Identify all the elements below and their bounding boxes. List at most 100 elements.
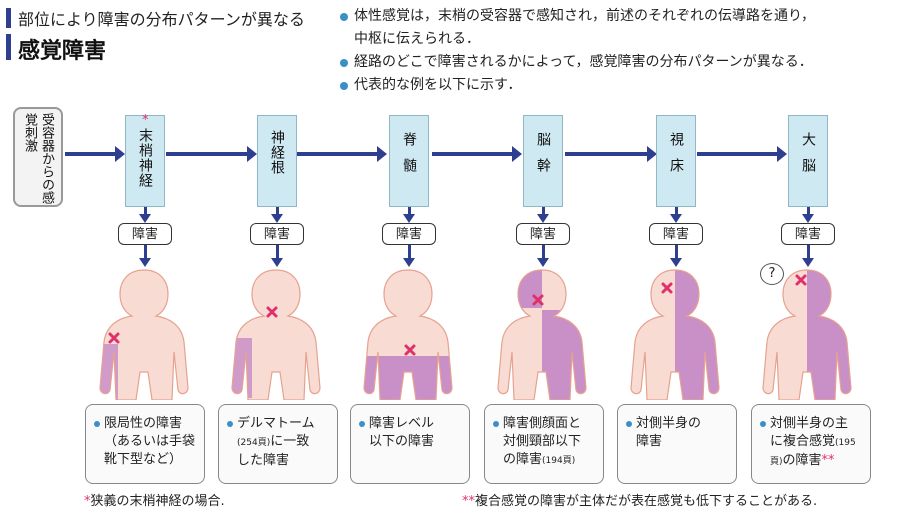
lesion-mark	[661, 282, 673, 294]
result-line1: 障害側顔面と	[503, 416, 582, 431]
header-bar-bottom	[6, 34, 11, 60]
lesion-mark	[404, 344, 416, 356]
site-spinal-cord: 脊髄	[389, 115, 429, 207]
result-line1: 対側半身の	[636, 416, 702, 431]
lesion-mark	[532, 294, 544, 306]
result-line2: に一致	[270, 434, 310, 449]
lesion-mark	[108, 332, 120, 344]
site-label: 大脳	[800, 132, 816, 184]
footnote-asterisk: *	[84, 494, 91, 509]
bullet-dot	[493, 420, 499, 427]
site-label: 視床	[668, 132, 684, 184]
down-arrow-a6	[802, 207, 814, 223]
header-bar-top	[6, 8, 11, 28]
result-page-ref: (195	[835, 438, 856, 448]
site-label: 脳幹	[535, 132, 551, 184]
down-arrow-b3	[403, 245, 415, 267]
figure-peripheral-nerve	[99, 269, 189, 400]
impairment-label-3: 障害	[382, 223, 436, 245]
flow-arrow-2	[166, 146, 257, 162]
bullet-dot	[359, 420, 365, 427]
site-cerebrum: 大脳	[788, 115, 828, 207]
footnote-left-text: 狭義の末梢神経の場合.	[90, 494, 225, 509]
result-line1: デルマトーム	[237, 416, 315, 431]
down-arrow-a4	[537, 207, 549, 223]
question-mark: ?	[768, 266, 776, 281]
result-line2: （あるいは手袋	[104, 434, 196, 449]
down-arrow-b2	[271, 245, 283, 267]
result-spinal-cord: 障害レベル 以下の障害	[350, 404, 470, 484]
result-line1: 限局性の障害	[104, 416, 183, 431]
bullet-dot	[94, 420, 100, 427]
result-page-ref-cont: 頁)	[770, 457, 783, 467]
flow-arrow-4	[432, 146, 522, 162]
down-arrow-a5	[670, 207, 682, 223]
figure-nerve-root	[231, 269, 321, 400]
source-box: 受容器からの感覚刺激	[13, 107, 63, 207]
result-line3: した障害	[237, 453, 290, 468]
page-subtitle: 部位により障害の分布パターンが異なる	[18, 10, 305, 29]
result-line3: 靴下型など）	[104, 452, 183, 467]
figure-brainstem	[497, 269, 587, 400]
site-brainstem: 脳幹	[523, 115, 563, 207]
site-label: 脊髄	[401, 132, 417, 184]
down-arrow-a3	[403, 207, 415, 223]
flow-arrow-3	[297, 146, 387, 162]
bullet-dot	[760, 420, 766, 427]
result-line2: 以下の障害	[369, 434, 435, 449]
flow-arrow-1	[65, 146, 125, 162]
bullet-1-cont: 中枢に伝えられる．	[354, 31, 480, 47]
site-nerve-root: 神経根	[257, 115, 297, 207]
footnote-left: *狭義の末梢神経の場合.	[84, 490, 225, 509]
result-thalamus: 対側半身の 障害	[617, 404, 737, 484]
down-arrow-b6	[802, 245, 814, 267]
footnote-right: **複合感覚の障害が主体だが表在感覚も低下することがある.	[462, 490, 817, 509]
result-line2: 対側頸部以下	[503, 434, 582, 449]
result-cerebrum: 対側半身の主 に複合感覚(195 頁)の障害**	[751, 404, 871, 484]
result-peripheral-nerve: 限局性の障害 （あるいは手袋 靴下型など）	[85, 404, 205, 484]
footnote-right-text: 複合感覚の障害が主体だが表在感覚も低下することがある.	[475, 494, 818, 509]
bullet-dot	[227, 420, 233, 427]
bullet-dot	[626, 420, 632, 427]
figure-cerebrum	[762, 269, 852, 400]
lesion-mark	[795, 274, 807, 286]
bullet-3: 代表的な例を以下に示す．	[338, 74, 894, 97]
question-bubble: ?	[760, 263, 784, 285]
down-arrow-b5	[670, 245, 682, 267]
result-nerve-root: デルマトーム (254頁)に一致 した障害	[218, 404, 338, 484]
result-line3: の障害	[503, 452, 543, 467]
impairment-label-1: 障害	[118, 223, 172, 245]
impairment-label-5: 障害	[649, 223, 703, 245]
site-asterisk: *	[142, 113, 149, 128]
result-double-asterisk: **	[821, 453, 835, 468]
down-arrow-b4	[537, 245, 549, 267]
down-arrow-a1	[139, 207, 151, 223]
result-line1: 対側半身の主	[770, 416, 849, 431]
page-title: 感覚障害	[18, 38, 107, 64]
site-label: 神経根	[269, 130, 285, 175]
figure-thalamus	[630, 269, 720, 400]
figure-spinal-cord	[363, 269, 453, 400]
impairment-label-4: 障害	[516, 223, 570, 245]
result-line2: 障害	[636, 434, 663, 449]
site-peripheral-nerve: * 末梢神経	[125, 113, 165, 207]
result-brainstem: 障害側顔面と 対側頸部以下 の障害(194頁)	[484, 404, 604, 484]
lesion-mark	[266, 306, 278, 318]
source-label: 受容器からの感覚刺激	[22, 113, 54, 204]
result-line2: に複合感覚	[770, 434, 836, 449]
impairment-label-6: 障害	[781, 223, 835, 245]
down-arrow-a2	[271, 207, 283, 223]
result-page-ref: (194頁)	[542, 456, 576, 466]
down-arrow-b1	[139, 245, 151, 267]
result-line1: 障害レベル	[369, 416, 435, 431]
bullet-1: 体性感覚は，末梢の受容器で感知され，前述のそれぞれの伝導路を通り，	[338, 5, 894, 28]
result-line3: の障害	[782, 453, 822, 468]
result-page-ref: (254頁)	[237, 438, 271, 448]
impairment-label-2: 障害	[250, 223, 304, 245]
flow-arrow-6	[697, 146, 787, 162]
footnote-double-asterisk: **	[462, 494, 475, 509]
bullet-2: 経路のどこで障害されるかによって，感覚障害の分布パターンが異なる．	[338, 51, 894, 74]
intro-bullets: 体性感覚は，末梢の受容器で感知され，前述のそれぞれの伝導路を通り， 中枢に伝えら…	[338, 5, 894, 97]
site-thalamus: 視床	[656, 115, 696, 207]
site-label: 末梢神経	[137, 128, 153, 188]
